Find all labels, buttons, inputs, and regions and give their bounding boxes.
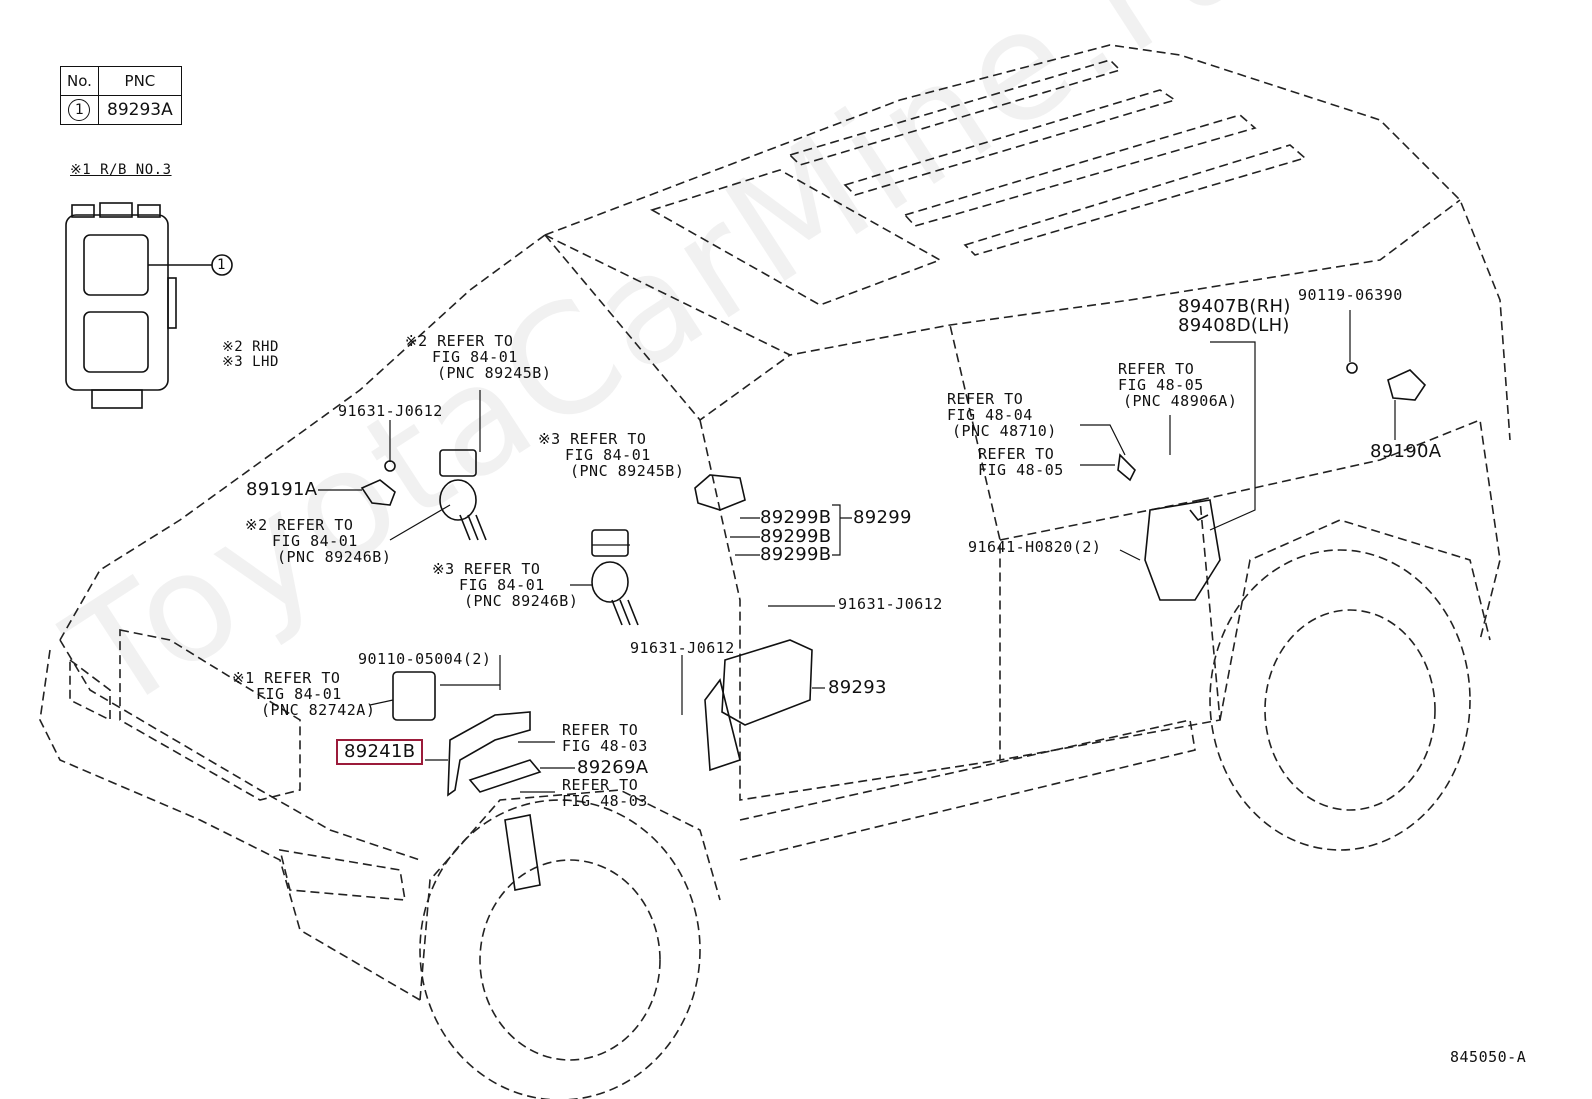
ref-48-05-2[interactable]: FIG 48-05 (978, 461, 1064, 479)
ref-48-03-a-2[interactable]: FIG 48-03 (562, 737, 648, 755)
label-89190A[interactable]: 89190A (1370, 441, 1442, 462)
ref-82742A-2: FIG 84-01 (256, 685, 342, 703)
hood (59, 234, 546, 641)
label-89407B[interactable]: 89407B(RH) (1178, 296, 1291, 317)
ref-89245B-rhd-1: ※2 REFER TO (405, 332, 514, 350)
part-89407B (1144, 499, 1221, 601)
ref-89246B-lhd-2: FIG 84-01 (459, 576, 545, 594)
ref-89246B-rhd-1: ※2 REFER TO (245, 516, 354, 534)
relay-block (65, 202, 233, 409)
label-89299[interactable]: 89299 (853, 507, 912, 528)
label-89269A[interactable]: 89269A (577, 757, 649, 778)
ref-89245B-lhd-3[interactable]: (PNC 89245B) (570, 462, 685, 480)
label-89299B-2[interactable]: 89299B (760, 526, 832, 547)
ref-48710-3[interactable]: (PNC 48710) (952, 422, 1057, 440)
label-91631-J0612-a[interactable]: 91631-J0612 (338, 402, 443, 420)
front-wheel-inner (479, 859, 661, 1061)
label-90119-06390[interactable]: 90119-06390 (1298, 286, 1403, 304)
note-lhd: ※3 LHD (222, 354, 279, 370)
legend-header-pnc: PNC (97, 66, 182, 96)
label-91631-J0612-b[interactable]: 91631-J0612 (838, 595, 943, 613)
ref-48906A-1: REFER TO (1118, 360, 1195, 378)
label-89299B-3[interactable]: 89299B (760, 544, 832, 565)
relay-block-callout: 1 (217, 257, 226, 273)
label-91641-H0820[interactable]: 91641-H0820(2) (968, 538, 1102, 556)
part-48710 (1117, 453, 1136, 482)
part-89293 (721, 639, 813, 726)
sunroof (649, 169, 942, 306)
legend-row-pnc: 89293A (97, 95, 182, 125)
label-90110-05004[interactable]: 90110-05004(2) (358, 650, 492, 668)
bracket-89293 (704, 678, 741, 772)
roof-rail-1 (788, 59, 1122, 166)
ref-89245B-rhd-3[interactable]: (PNC 89245B) (437, 364, 552, 382)
label-91631-J0612-c[interactable]: 91631-J0612 (630, 639, 735, 657)
windshield (544, 199, 1461, 356)
part-89241B (447, 711, 531, 797)
part-89245B-rhd (439, 449, 477, 477)
label-89241B-highlighted[interactable]: 89241B (336, 739, 424, 765)
legend-circle-number: 1 (68, 99, 91, 121)
rocker (739, 719, 1196, 861)
rear-side (1199, 418, 1501, 641)
ref-48906A-3[interactable]: (PNC 48906A) (1123, 392, 1238, 410)
ref-89246B-lhd-3[interactable]: (PNC 89246B) (464, 592, 579, 610)
rear-arch (1219, 519, 1491, 721)
rear-door (999, 499, 1221, 761)
bolt-90119 (1346, 362, 1358, 374)
ref-89246B-lhd-1: ※3 REFER TO (432, 560, 541, 578)
ref-89245B-rhd-2: FIG 84-01 (432, 348, 518, 366)
label-89408D[interactable]: 89408D(LH) (1178, 315, 1290, 336)
bolt-91631-a (384, 460, 396, 472)
ref-89246B-rhd-2: FIG 84-01 (272, 532, 358, 550)
ref-89245B-lhd-1: ※3 REFER TO (538, 430, 647, 448)
ref-48-03-a-1: REFER TO (562, 721, 639, 739)
label-89293[interactable]: 89293 (828, 677, 887, 698)
ref-48-03-b-2[interactable]: FIG 48-03 (562, 792, 648, 810)
fog-lamp (278, 849, 406, 901)
roof-outline (544, 44, 1511, 441)
part-89245B-lhd (591, 529, 629, 557)
legend-table: No. PNC 1 89293A (60, 66, 182, 125)
ref-89245B-lhd-2: FIG 84-01 (565, 446, 651, 464)
part-89269A (468, 759, 542, 793)
grille (119, 629, 301, 801)
roof-rail-4 (963, 144, 1307, 256)
front-arch (419, 789, 721, 1001)
rear-wheel-inner (1264, 609, 1436, 811)
part-89191A (360, 479, 396, 506)
part-89246B-lhd (591, 561, 629, 603)
ref-48710-2: FIG 48-04 (947, 406, 1033, 424)
headlamp (69, 658, 111, 722)
note-rhd: ※2 RHD (222, 339, 279, 355)
front-wheel (419, 799, 701, 1099)
ref-82742A-3[interactable]: (PNC 82742A) (261, 701, 376, 719)
legend-row-no: 1 (60, 95, 99, 125)
roof-rail-2 (843, 89, 1177, 196)
ref-48-05-1: REFER TO (978, 445, 1055, 463)
ref-48-03-b-1: REFER TO (562, 776, 639, 794)
rear-wheel (1209, 549, 1471, 851)
roof-rail-3 (903, 114, 1257, 227)
ref-48710-1: REFER TO (947, 390, 1024, 408)
legend-header-no: No. (60, 66, 99, 96)
front-bumper (39, 649, 421, 1001)
ref-48906A-2: FIG 48-05 (1118, 376, 1204, 394)
front-door (699, 324, 1001, 801)
ref-89246B-rhd-3[interactable]: (PNC 89246B) (277, 548, 392, 566)
relay-block-label: ※1 R/B NO.3 (70, 162, 172, 178)
part-89246B-rhd (439, 479, 477, 521)
figure-id: 845050-A (1450, 1048, 1527, 1066)
hood-edge (59, 639, 421, 861)
part-89299 (694, 474, 746, 511)
part-89190A (1387, 369, 1427, 401)
label-89191A[interactable]: 89191A (246, 479, 318, 500)
shock-absorber (504, 814, 541, 891)
ref-82742A-1: ※1 REFER TO (232, 669, 341, 687)
label-89299B-1[interactable]: 89299B (760, 507, 832, 528)
a-pillar (544, 234, 791, 422)
part-82742A (392, 671, 436, 721)
